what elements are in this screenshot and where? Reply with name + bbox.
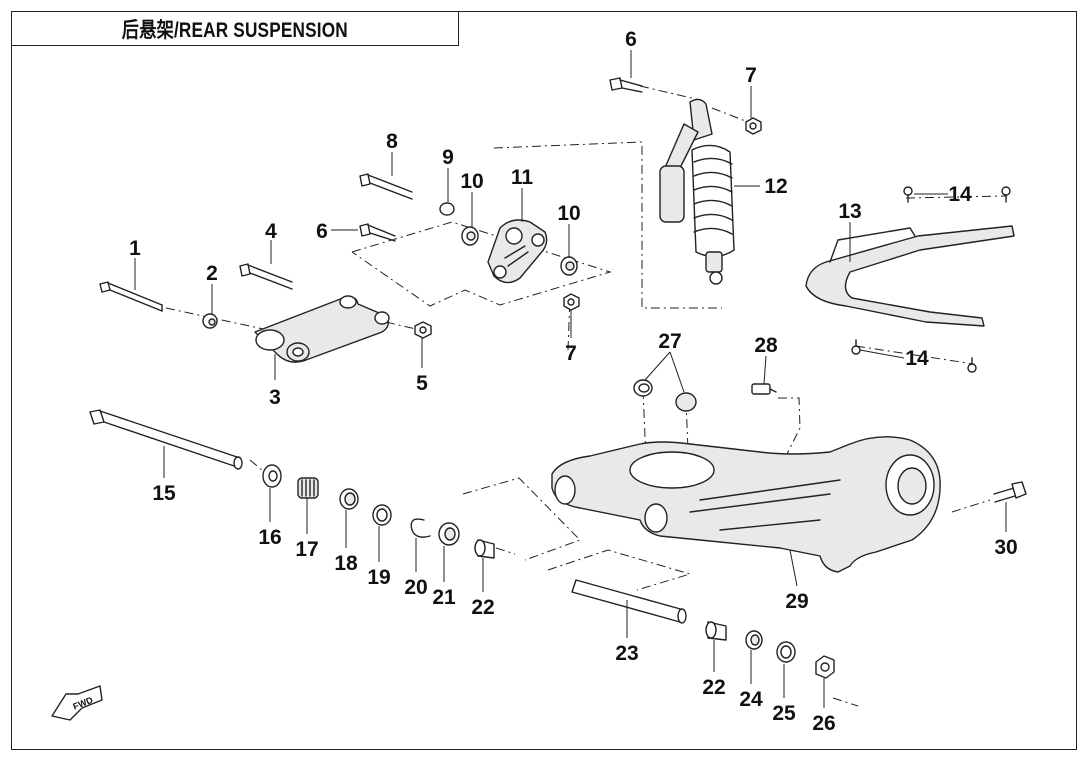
part-28-grease-nipple: [751, 383, 777, 395]
part-18-seal: [339, 488, 359, 510]
callout-25: 25: [772, 702, 796, 725]
part-17-needle-bearing: [297, 477, 319, 499]
callout-20: 20: [404, 576, 427, 599]
callout-6-lower: 6: [316, 220, 328, 243]
callout-14-top: 14: [948, 183, 972, 206]
part-12-shock-absorber: [659, 98, 735, 285]
part-20-circlip: [410, 518, 431, 538]
part-19-washer: [372, 504, 392, 526]
assembly-lines: [165, 85, 1007, 707]
callout-5: 5: [416, 372, 428, 395]
part-6-bolt-upper: [609, 77, 643, 93]
callout-15: 15: [152, 482, 176, 505]
callout-16: 16: [258, 526, 281, 549]
part-22-spacer-right: [705, 621, 727, 641]
part-6-bolt-lower: [359, 223, 396, 242]
callout-21: 21: [432, 586, 456, 609]
callout-23: 23: [615, 642, 638, 665]
callout-11: 11: [511, 166, 534, 189]
callout-18: 18: [334, 552, 358, 575]
callout-12: 12: [764, 175, 787, 198]
callout-7-lower: 7: [565, 342, 577, 365]
part-7-nut-upper: [745, 117, 762, 135]
callout-28: 28: [754, 334, 778, 357]
part-16-adjusting-nut: [262, 464, 282, 488]
callout-3: 3: [269, 386, 281, 409]
part-10-bushing-right: [560, 256, 578, 276]
callout-29: 29: [785, 590, 808, 613]
callout-22-left: 22: [471, 596, 494, 619]
part-14-screw-2: [1001, 186, 1011, 203]
callout-4: 4: [265, 220, 277, 243]
part-27-cap-right: [675, 392, 697, 412]
callout-26: 26: [812, 712, 835, 735]
part-29-swing-arm: [551, 436, 941, 573]
callout-30: 30: [994, 536, 1017, 559]
forward-arrow-icon: FWD: [51, 685, 103, 721]
part-26-nut: [815, 655, 835, 679]
part-25-washer: [776, 641, 796, 663]
part-2-collar: [202, 313, 218, 329]
part-3-connecting-rod: [254, 295, 390, 363]
part-23-inner-sleeve: [571, 579, 687, 624]
callout-6-upper: 6: [625, 28, 637, 51]
part-9-collar: [439, 202, 455, 216]
part-24-bearing: [745, 630, 763, 650]
part-27-cap-left: [633, 379, 653, 397]
part-13-chain-guard: [805, 225, 1015, 327]
callout-24: 24: [739, 688, 763, 711]
part-7-nut-lower: [563, 293, 580, 311]
part-22-spacer-left: [474, 539, 495, 559]
callout-17: 17: [295, 538, 318, 561]
part-10-bushing-left: [461, 226, 479, 246]
callout-9: 9: [442, 146, 454, 169]
callout-22-right: 22: [702, 676, 725, 699]
diagram-title: 后悬架/REAR SUSPENSION: [121, 18, 349, 42]
callout-7-upper: 7: [745, 64, 757, 87]
part-21-bearing: [438, 522, 460, 546]
callout-1: 1: [129, 237, 141, 260]
callout-19: 19: [367, 566, 390, 589]
callout-8: 8: [386, 130, 398, 153]
part-30-bolt: [993, 481, 1027, 503]
title-box: 后悬架/REAR SUSPENSION: [11, 11, 459, 46]
part-15-pivot-shaft: [89, 409, 243, 470]
part-1-long-bolt: [99, 281, 163, 312]
part-14-screw-4: [967, 357, 977, 373]
callout-10-right: 10: [557, 202, 580, 225]
callout-27: 27: [658, 330, 681, 353]
callout-10-left: 10: [460, 170, 483, 193]
part-14-screw-3: [851, 339, 861, 355]
callout-14-bottom: 14: [905, 347, 929, 370]
callout-labels: 1 2 3 4 5 6 6 7 7 8 9 10 10 11 12 13 14 …: [129, 28, 1018, 735]
part-14-screw-1: [903, 186, 913, 203]
callout-13: 13: [838, 200, 861, 223]
part-11-rocker-arm: [487, 219, 548, 284]
part-5-nut: [414, 321, 432, 339]
part-8-bolt: [359, 173, 413, 200]
leader-lines: [134, 50, 1007, 708]
diagram-frame: [11, 11, 1077, 750]
part-4-bolt: [239, 263, 293, 290]
callout-2: 2: [206, 262, 218, 285]
